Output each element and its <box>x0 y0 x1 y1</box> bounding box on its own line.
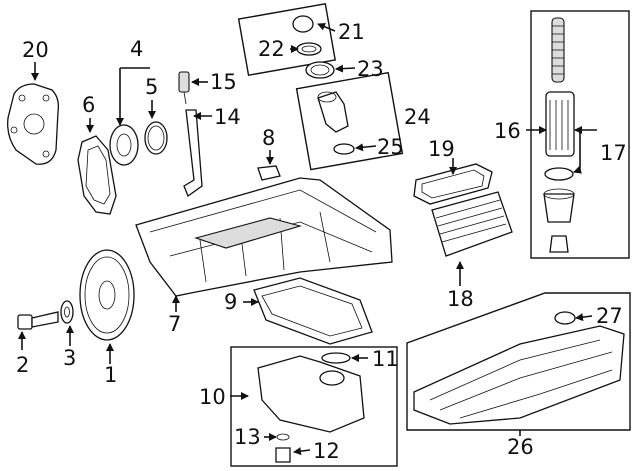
oil-filter-stack <box>543 17 575 253</box>
callout-7: 7 <box>168 312 181 336</box>
filler-cap-group <box>292 15 335 79</box>
callout-3: 3 <box>63 346 76 370</box>
callout-22: 22 <box>258 37 285 61</box>
callout-16: 16 <box>494 119 521 143</box>
callout-13: 13 <box>234 425 261 449</box>
oil-cooler <box>431 191 513 257</box>
callout-4: 4 <box>130 37 143 61</box>
intake-manifold <box>413 311 625 425</box>
pulley-assembly <box>109 121 168 166</box>
callout-19: 19 <box>428 137 455 161</box>
group-box-26-27 <box>406 292 631 431</box>
small-cap <box>257 165 281 181</box>
callout-12: 12 <box>313 439 340 463</box>
oil-sump <box>257 352 365 463</box>
callout-20: 20 <box>22 38 49 62</box>
flywheel <box>79 249 135 341</box>
upper-oil-pan <box>135 177 393 297</box>
callout-17: 17 <box>600 141 627 165</box>
group-box-21-22 <box>237 2 337 77</box>
bolt-and-washer <box>17 300 74 330</box>
callout-5: 5 <box>145 75 158 99</box>
callout-18: 18 <box>447 287 474 311</box>
callout-2: 2 <box>16 353 29 377</box>
leader-lines <box>18 22 597 456</box>
callout-25: 25 <box>377 135 404 159</box>
oil-pan-baffle <box>253 277 373 345</box>
cooler-gasket <box>413 163 493 205</box>
callout-9: 9 <box>224 290 237 314</box>
callout-24: 24 <box>404 105 431 129</box>
callout-15: 15 <box>210 70 237 94</box>
cover-gasket <box>77 135 117 215</box>
callout-11: 11 <box>372 347 399 371</box>
callout-6: 6 <box>82 93 95 117</box>
callout-14: 14 <box>214 105 241 129</box>
callout-8: 8 <box>262 126 275 150</box>
callout-10: 10 <box>199 385 226 409</box>
timing-cover-plate <box>7 83 60 165</box>
dipstick-tube <box>178 71 203 198</box>
callout-23: 23 <box>357 57 384 81</box>
filler-neck <box>317 91 355 155</box>
callout-26: 26 <box>507 435 534 459</box>
group-box-16-17 <box>530 10 630 259</box>
group-box-24-25 <box>295 71 404 171</box>
callout-1: 1 <box>104 363 117 387</box>
group-box-10-13 <box>230 346 398 467</box>
callout-27: 27 <box>596 304 623 328</box>
callout-21: 21 <box>338 20 365 44</box>
